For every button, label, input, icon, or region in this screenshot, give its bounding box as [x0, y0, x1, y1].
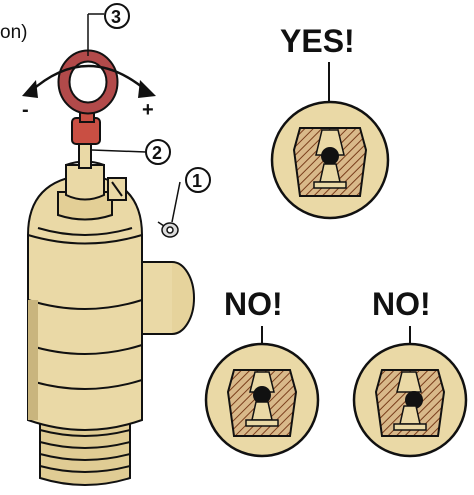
detail-no-right: [354, 344, 466, 456]
verdict-no-right-label: NO!: [372, 286, 431, 322]
callout-1-leader: [172, 182, 180, 222]
rotation-arrow: [30, 66, 148, 92]
minus-sign: -: [22, 99, 29, 121]
callout-3-number: 3: [111, 7, 121, 27]
arrow-head-right: [138, 80, 156, 98]
arrow-head-left: [22, 80, 38, 98]
verdict-yes-label: YES!: [280, 23, 355, 59]
plus-sign: +: [142, 99, 154, 121]
verdict-no-left-label: NO!: [224, 286, 283, 322]
cropped-caption-text: on): [0, 22, 27, 43]
red-pull-ring: [64, 56, 112, 108]
callout-2-leader: [92, 150, 146, 152]
callout-1-number: 1: [192, 171, 202, 191]
detail-no-left: [206, 344, 318, 456]
callout-2-number: 2: [152, 143, 162, 163]
valve-body: [28, 140, 194, 485]
small-screw: [158, 222, 178, 237]
detail-yes: [272, 102, 388, 218]
